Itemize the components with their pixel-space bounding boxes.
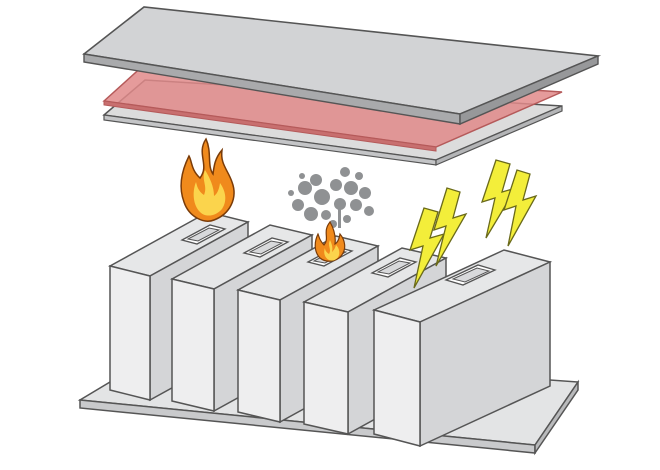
cell-2-vent: [242, 237, 290, 258]
cell-5-vent: [444, 264, 497, 286]
flame-icon: [180, 137, 235, 222]
cell-4-vent: [370, 257, 418, 278]
lightning-icon: [480, 159, 518, 239]
cell-1-vent: [180, 224, 227, 245]
flame-icon: [314, 220, 346, 262]
battery-cell-5: [371, 249, 553, 448]
top-cover-plate: [82, 6, 602, 126]
lightning-icon: [433, 187, 468, 267]
smoke-icon: [288, 167, 374, 228]
lightning-icon: [408, 207, 446, 289]
lightning-icon: [502, 169, 538, 247]
